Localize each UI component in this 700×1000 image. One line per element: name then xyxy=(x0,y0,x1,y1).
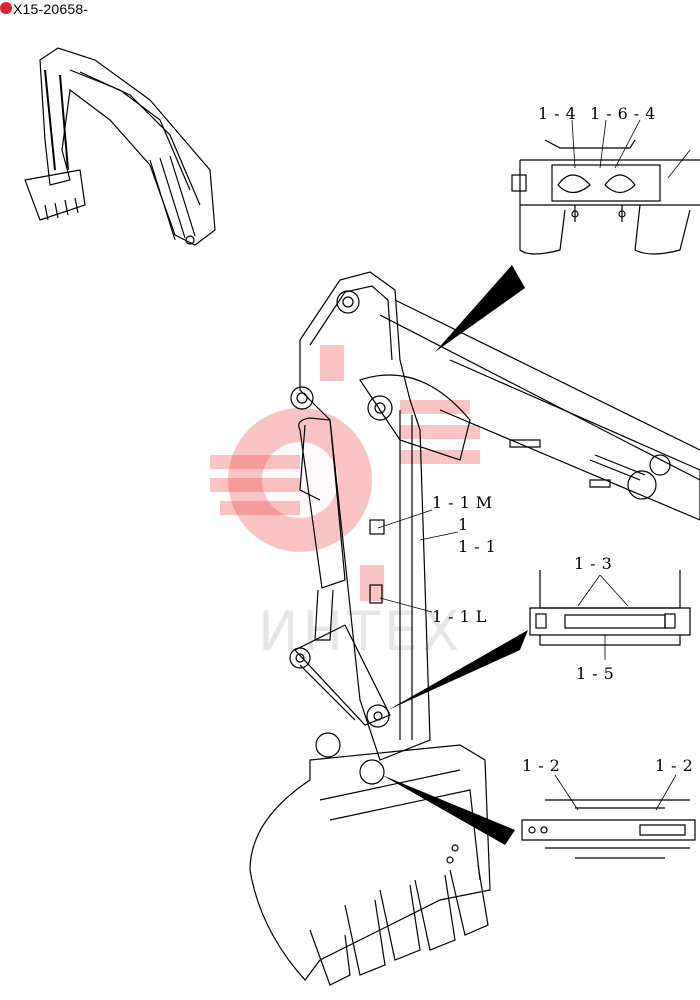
callout-label: 1-6-4 xyxy=(590,104,661,123)
pointer-arrow-bottom xyxy=(382,775,515,845)
excavator-thumbnail xyxy=(24,47,216,246)
callout-label: 1-2 xyxy=(655,756,699,775)
detail-inset-bottom xyxy=(521,774,696,859)
header-bar: X15-20658- xyxy=(0,0,88,18)
callout-label: 1-4 xyxy=(538,104,582,123)
callout-label: 1-1L xyxy=(432,607,492,626)
pointer-arrow-mid xyxy=(388,630,528,710)
main-arm-drawing xyxy=(289,271,700,785)
leader-line xyxy=(419,531,459,541)
callout-label: 1 xyxy=(458,515,468,534)
detail-inset-middle xyxy=(529,570,691,660)
callout-label: 1-5 xyxy=(576,664,620,683)
callout-label: 1-2 xyxy=(522,756,566,775)
callout-label: 1-1 xyxy=(458,537,502,556)
callout-label: 1-3 xyxy=(574,554,618,573)
part-code-label: X15-20658- xyxy=(13,1,89,17)
watermark-logo-icon xyxy=(210,345,480,601)
detail-inset-top xyxy=(511,119,700,255)
pointer-arrow-top xyxy=(435,265,525,352)
leader-line xyxy=(379,597,433,613)
brand-logo-icon xyxy=(0,2,12,14)
callout-label: 1-1M xyxy=(432,493,498,512)
bucket-drawing xyxy=(249,744,491,986)
leader-line xyxy=(377,509,433,529)
